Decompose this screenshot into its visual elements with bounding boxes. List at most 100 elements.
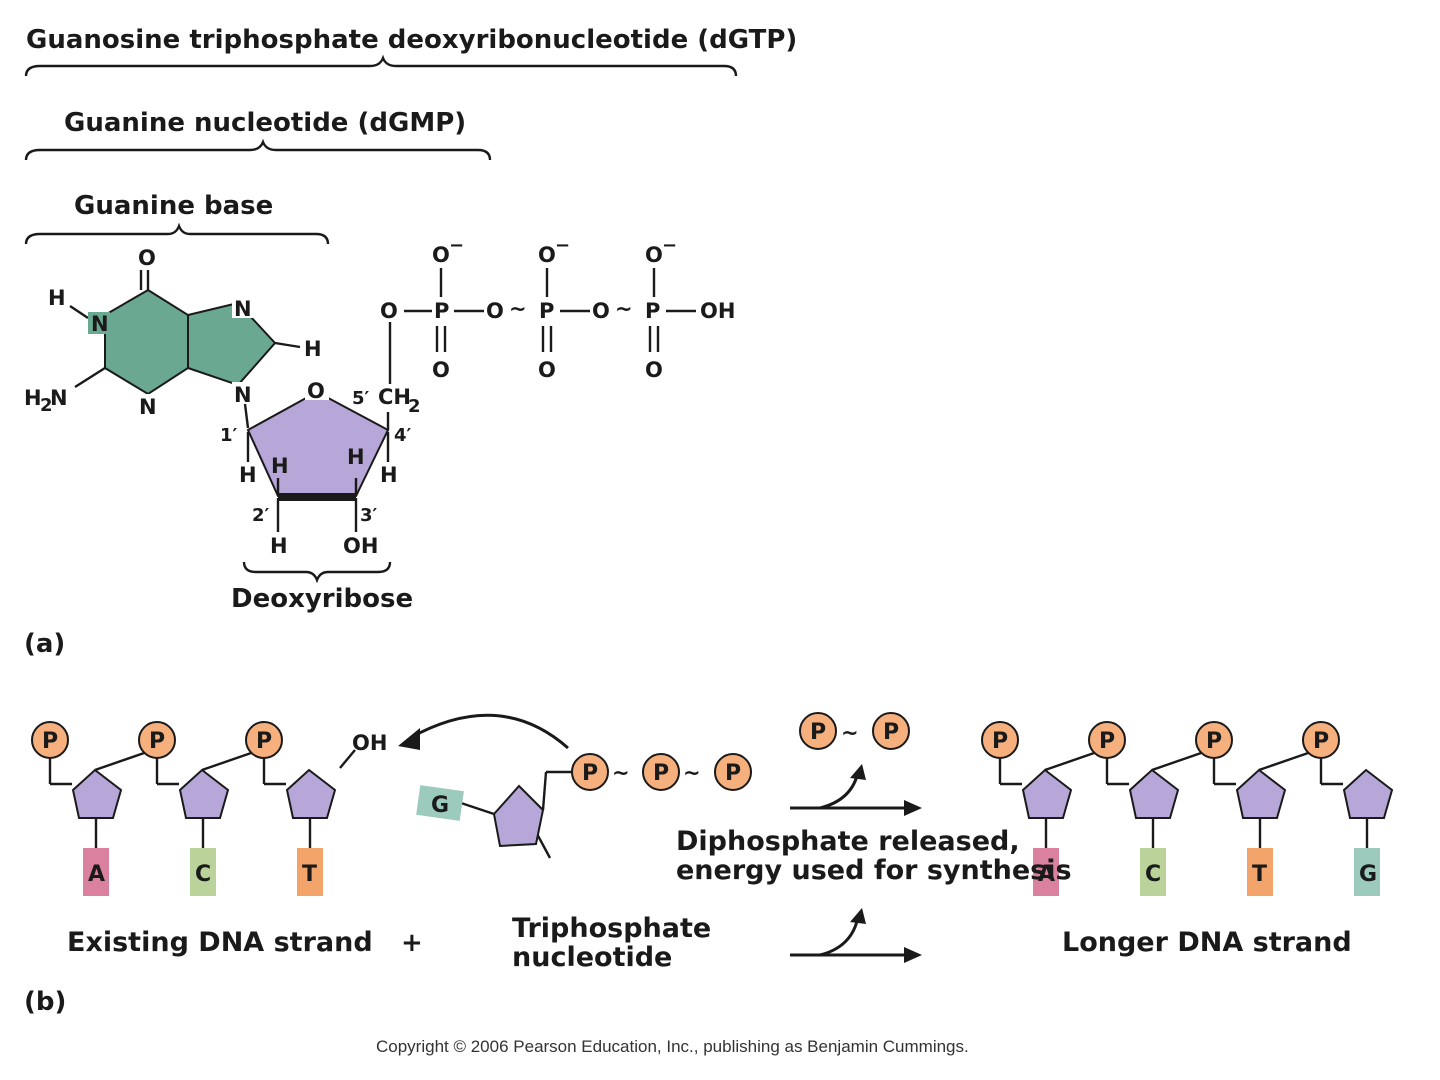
svg-text:−: − [662,235,677,256]
existing-nucleotide-1: PA [31,721,148,896]
dgtp-bracket [24,54,738,77]
longer-strand-label: Longer DNA strand [1062,927,1352,958]
attack-arrow [409,713,569,750]
svg-text:P: P [883,720,899,745]
longer-sugar-1 [1021,768,1073,819]
longer-phosphate-label-3: P [1206,729,1222,754]
sugar-o: O [307,379,325,403]
existing-strand-label: Existing DNA strand [67,927,373,958]
guanine-bracket [24,222,330,245]
incoming-tilde-1: ~ [612,761,630,785]
amino-sub: 2 [40,395,53,416]
longer-sugar-4 [1342,768,1394,819]
existing-nucleotide-2: PC [138,721,255,896]
existing-sugar-3 [285,768,337,819]
ch2: CH [378,385,411,409]
existing-base-a-1 [83,848,109,896]
guanine-n9: N [234,383,252,407]
reaction-arrow-bottom [790,908,922,963]
guanine-h1: H [48,286,66,310]
longer-sugar-3 [1235,768,1287,819]
svg-text:−: − [555,235,570,256]
c1-h: H [239,463,257,487]
guanine-n1: N [91,312,109,336]
longer-base-a-1 [1033,848,1059,896]
longer-base-g-4 [1354,848,1380,896]
existing-sugar-2 [178,768,230,819]
svg-text:O: O [645,358,663,382]
guanine-h8: H [304,337,322,361]
svg-text:P: P [582,761,598,786]
longer-base-c-2 [1140,848,1166,896]
incoming-nucleotide: G P ~ P ~ P [416,753,752,859]
terminal-oh: OH [700,299,735,323]
carbon-2: 2′ [252,505,270,526]
existing-base-label-3: T [302,862,317,887]
plus-sign: + [401,928,423,958]
diphosphate-released-label-1: Diphosphate released, [676,826,1020,857]
ch2-sub: 2 [408,396,421,417]
existing-sugar-1 [71,768,123,819]
svg-text:~: ~ [841,721,859,745]
guanine-o: O [138,246,156,270]
panel-label-a: (a) [24,629,65,659]
triphosphate-label-1: Triphosphate [512,913,711,944]
longer-phosphate-label-1: P [992,729,1008,754]
longer-base-label-2: C [1145,862,1161,887]
c3-oh: OH [343,534,378,558]
longer-base-label-1: A [1038,862,1055,887]
svg-text:O: O [538,243,556,267]
longer-nucleotide-4: PG [1302,721,1394,896]
phosphorus-alpha: P [434,299,449,323]
dgmp-label: Guanine nucleotide (dGMP) [64,108,466,138]
carbon-3: 3′ [360,505,378,526]
incoming-phosphate-2 [642,753,680,791]
existing-phosphate-label-2: P [149,729,165,754]
existing-base-c-2 [190,848,216,896]
carbon-5: 5′ [352,388,370,409]
svg-text:O: O [645,243,663,267]
incoming-phosphate-3 [714,753,752,791]
c4-h: H [380,463,398,487]
guanine-n7: N [234,297,252,321]
existing-base-label-2: C [195,862,211,887]
c3-h: H [347,445,365,469]
longer-nucleotide-1: PA [981,721,1098,896]
tilde-2: ~ [615,297,633,321]
phosphate-alpha-oxygens: O − O [432,235,464,382]
incoming-phosphate-1 [571,753,609,791]
longer-phosphate-label-2: P [1099,729,1115,754]
longer-nucleotide-2: PC [1088,721,1205,896]
deoxyribose-label: Deoxyribose [231,584,413,614]
ester-o: O [380,299,398,323]
svg-text:P: P [725,761,741,786]
amino-h: H [24,386,42,410]
panel-label-b: (b) [24,987,66,1017]
c2-h-down: H [270,534,288,558]
incoming-base-label: G [431,793,449,818]
svg-text:O: O [432,243,450,267]
svg-text:O: O [432,358,450,382]
deoxyribose-bracket [242,561,392,584]
dgmp-bracket [24,138,492,161]
existing-3-oh: OH [352,731,387,755]
attack-arrowhead [398,728,420,750]
carbon-4: 4′ [394,425,412,446]
phosphate-beta-oxygens: O − O [538,235,570,382]
dgtp-label: Guanosine triphosphate deoxyribonucleoti… [26,25,797,55]
guanine-six-ring [104,288,189,396]
diphosphate-released-label-2: energy used for synthesis [676,855,1072,886]
longer-sugar-2 [1128,768,1180,819]
existing-nucleotide-3: PT [245,721,337,896]
longer-phosphate-label-4: P [1313,729,1329,754]
existing-phosphate-label-3: P [256,729,272,754]
copyright-notice: Copyright © 2006 Pearson Education, Inc.… [376,1037,969,1056]
svg-text:P: P [653,761,669,786]
guanine-n3: N [139,395,157,419]
incoming-tilde-2: ~ [683,761,701,785]
reaction-arrow-top [790,764,922,816]
bridge-o-2: O [592,299,610,323]
bridge-o-1: O [486,299,504,323]
